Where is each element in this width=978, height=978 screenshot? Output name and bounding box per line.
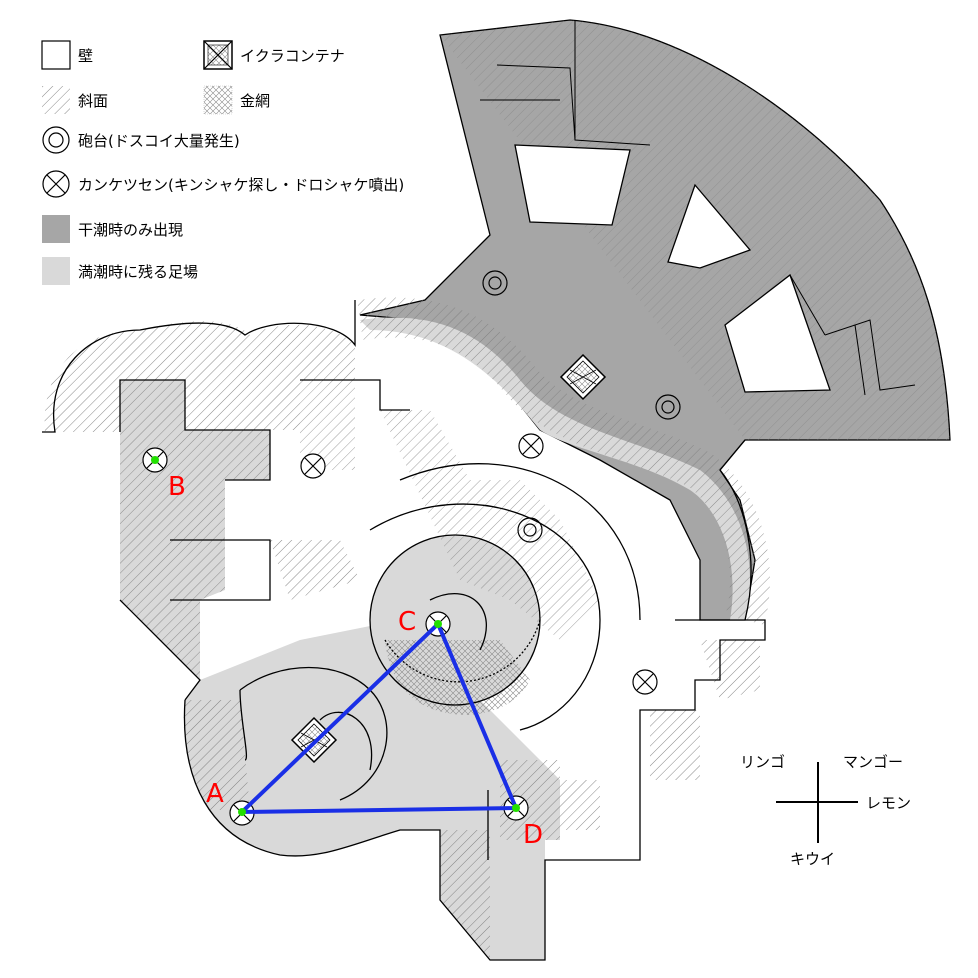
route-line — [240, 622, 518, 814]
legend-ikura-label: イクラコンテナ — [240, 47, 345, 65]
legend-slope-label: 斜面 — [78, 92, 108, 110]
battery-marker — [655, 394, 681, 420]
route-label-d: D — [523, 820, 543, 850]
fan-window-2 — [667, 183, 752, 269]
route-node-c — [434, 620, 442, 628]
battery-marker — [482, 270, 508, 296]
compass-label-ringo: リンゴ — [740, 753, 785, 771]
wall-outlines — [42, 300, 766, 961]
geyser-marker — [300, 453, 326, 479]
route-node-d — [512, 804, 520, 812]
geyser-marker — [632, 669, 658, 695]
low-tide-area — [359, 19, 951, 621]
legend-high-tide-label: 満潮時に残る足場 — [78, 263, 198, 281]
compass-label-kiwi: キウイ — [790, 850, 835, 868]
legend-slope-swatch — [42, 86, 70, 114]
ikura-container-marker — [290, 716, 338, 764]
ikura-container-marker — [559, 353, 607, 401]
legend-ikura-swatch — [203, 40, 233, 70]
compass: リンゴ マンゴー レモン キウイ — [740, 753, 911, 868]
route-label-a: A — [206, 779, 224, 809]
route-node-a — [238, 808, 246, 816]
route-node-b — [151, 456, 159, 464]
route-label-b: B — [168, 472, 186, 502]
legend-mesh-swatch — [203, 85, 233, 115]
legend-high-tide-swatch — [42, 257, 70, 285]
legend-mesh-label: 金網 — [240, 92, 270, 110]
geyser-marker — [518, 433, 544, 459]
compass-label-mango: マンゴー — [843, 753, 903, 771]
legend-low-tide-swatch — [42, 215, 70, 243]
legend-wall-swatch — [41, 40, 71, 70]
legend-geyser-icon — [42, 170, 70, 198]
battery-marker — [517, 517, 543, 543]
fan-window-3 — [724, 273, 831, 393]
legend-low-tide-label: 干潮時のみ出現 — [78, 221, 183, 239]
legend-battery-label: 砲台(ドスコイ大量発生) — [78, 132, 240, 150]
compass-cross — [776, 762, 858, 843]
route-overlay: A B C D — [151, 456, 543, 850]
compass-label-lemon: レモン — [866, 794, 911, 812]
legend-battery-icon — [42, 126, 70, 154]
legend-geyser-label: カンケツセン(キンシャケ探し・ドロシャケ噴出) — [78, 176, 404, 194]
route-label-c: C — [398, 607, 416, 637]
fan-window-1 — [514, 144, 631, 226]
map-markers — [142, 270, 681, 826]
slope-areas — [44, 297, 770, 960]
legend: 壁 イクラコンテナ 斜面 金網 砲台(ドスコイ大量発生) カンケツセン(キンシャ… — [41, 40, 404, 285]
legend-wall-label: 壁 — [78, 47, 93, 65]
